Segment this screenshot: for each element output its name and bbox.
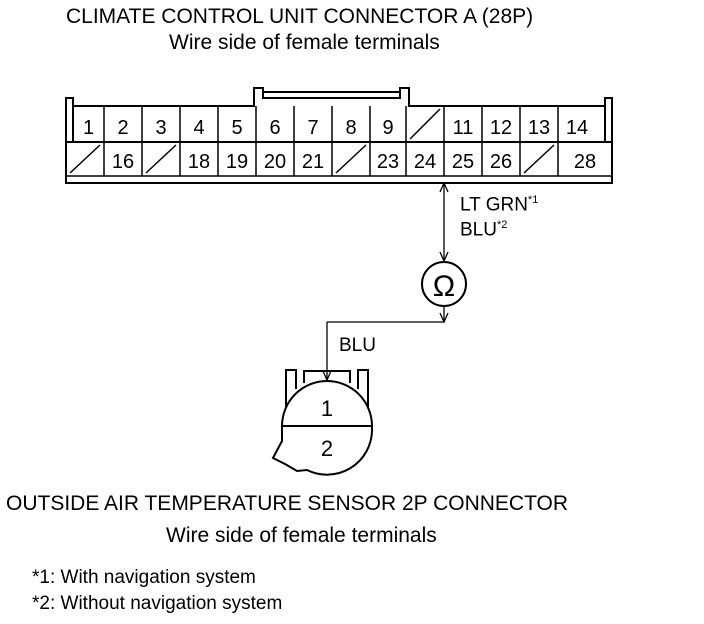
ohmmeter: Ω (421, 261, 467, 307)
footnote-mark-1: *1 (527, 194, 539, 206)
connector-a-top-terminal-9: 9 (382, 117, 393, 139)
wire-pin24-to-meter (439, 181, 449, 263)
sensor-pin-2: 2 (321, 436, 333, 461)
connector-a-bottom-terminal-26: 26 (490, 151, 512, 173)
connector-a-top-terminal-1: 1 (83, 117, 94, 139)
connector-a-bottom-terminal-18: 18 (188, 151, 210, 173)
wire-color-lt-grn: LT GRN (460, 194, 528, 216)
connector-a-bottom-terminal-19: 19 (226, 151, 248, 173)
connector-a-bottom-blank-terminal (69, 144, 101, 174)
wire-color-label-nav: LT GRN*1 (460, 194, 539, 216)
connector-a-bottom-blank-terminal (523, 144, 555, 174)
connector-a-top-terminal-7: 7 (307, 117, 318, 139)
connector-a-bottom-blank-terminal (145, 144, 177, 174)
connector-a-top-terminal-13: 13 (528, 117, 550, 139)
sensor-title: OUTSIDE AIR TEMPERATURE SENSOR 2P CONNEC… (6, 492, 569, 515)
connector-a-top-terminal-8: 8 (345, 117, 356, 139)
connector-a-top-terminal-14: 14 (566, 117, 588, 139)
connector-a-top-terminal-2: 2 (117, 117, 128, 139)
wire-color-label-no-nav: BLU*2 (460, 219, 508, 241)
connector-a-top-terminal-12: 12 (490, 117, 512, 139)
connector-a-subtitle: Wire side of female terminals (169, 31, 440, 54)
connector-a-top-terminal-5: 5 (231, 117, 242, 139)
connector-a-bottom-terminal-25: 25 (452, 151, 474, 173)
connector-a-top-terminal-6: 6 (269, 117, 280, 139)
connector-a-bottom-terminal-28: 28 (574, 151, 596, 173)
connector-a-bottom-terminal-16: 16 (112, 151, 134, 173)
connector-a-bottom-row: 16 18 19 20 21 23 24 25 26 28 (69, 142, 596, 176)
footnote-2: *2: Without navigation system (32, 593, 283, 614)
connector-a-top-terminal-3: 3 (155, 117, 166, 139)
connector-a-bottom-terminal-24: 24 (414, 151, 436, 173)
sensor-connector (271, 369, 373, 476)
connector-a-bottom-blank-terminal (335, 144, 367, 174)
sensor-subtitle: Wire side of female terminals (166, 524, 437, 547)
connector-a-title: CLIMATE CONTROL UNIT CONNECTOR A (28P) (66, 5, 534, 28)
connector-a-top-terminal-4: 4 (193, 117, 204, 139)
connector-a-top-terminal-11: 11 (453, 117, 474, 139)
wire-color-label-sensor: BLU (339, 335, 376, 356)
connector-a-bottom-terminal-21: 21 (302, 151, 324, 173)
footnote-mark-2: *2 (496, 219, 508, 231)
connector-a-housing (65, 87, 613, 184)
connector-a-bottom-terminal-23: 23 (377, 151, 399, 173)
connector-a-top-blank-terminal (409, 108, 441, 140)
sensor-pin-1: 1 (321, 396, 333, 421)
wire-color-blu: BLU (460, 219, 497, 241)
ohm-symbol: Ω (433, 270, 455, 303)
connector-a-bottom-terminal-20: 20 (264, 151, 286, 173)
footnote-1: *1: With navigation system (32, 567, 256, 588)
